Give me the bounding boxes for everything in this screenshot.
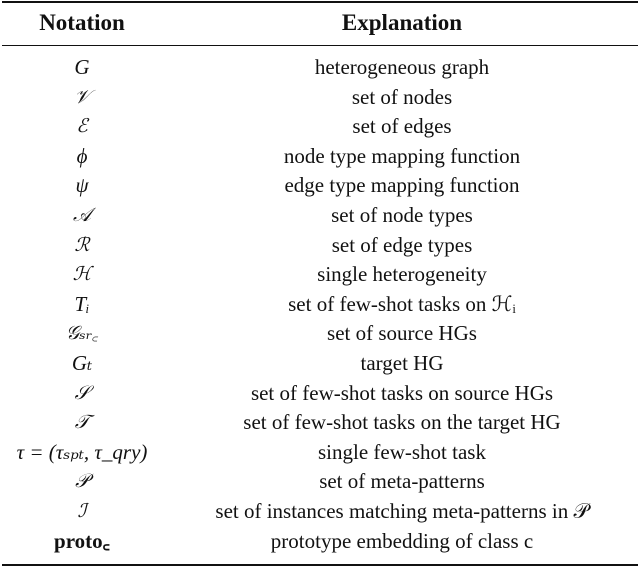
notation-cell: ℐ — [77, 499, 87, 522]
explanation-cell: set of few-shot tasks on the target HG — [243, 410, 561, 435]
notation-cell: 𝒯 — [74, 411, 90, 434]
explanation-cell: single few-shot task — [318, 439, 486, 464]
table-row: Gₜ target HG — [0, 349, 640, 379]
explanation-cell: heterogeneous graph — [314, 55, 490, 79]
notation-cell: 𝒮 — [74, 381, 90, 404]
top-rule — [2, 1, 638, 3]
header-rule — [2, 45, 638, 46]
notation-cell: ψ — [75, 173, 89, 198]
notation-cell: ϕ — [76, 143, 88, 168]
notation-cell: Tᵢ — [74, 291, 90, 316]
notation-cell: 𝒫 — [75, 470, 89, 493]
explanation-cell: set of node types — [331, 202, 473, 227]
explanation-cell: node type mapping function — [283, 143, 521, 168]
notation-cell: Gₜ — [71, 350, 93, 375]
explanation-cell: set of source HGs — [327, 321, 477, 346]
table-row: 𝒢ₛᵣ꜀ set of source HGs — [0, 319, 640, 349]
explanation-cell: edge type mapping function — [284, 173, 520, 198]
explanation-cell: set of meta-patterns — [319, 469, 485, 494]
notation-cell: 𝒱 — [74, 85, 90, 108]
notation-cell: ℛ — [74, 233, 90, 256]
notation-cell: ℋ — [72, 263, 92, 286]
explanation-cell: set of instances matching meta-patterns … — [215, 498, 589, 523]
notation-cell: proto꜀ — [54, 528, 110, 553]
table-row: ψ edge type mapping function — [0, 171, 640, 201]
explanation-cell: set of nodes — [351, 84, 453, 109]
notation-cell: G — [74, 55, 90, 79]
explanation-cell: set of edge types — [331, 232, 473, 257]
notation-cell: 𝒢ₛᵣ꜀ — [65, 322, 99, 345]
explanation-cell: set of few-shot tasks on source HGs — [250, 380, 554, 405]
explanation-cell: single heterogeneity — [317, 262, 487, 287]
table-row: τ = (τₛₚₜ, τ_qry) single few-shot task — [0, 438, 640, 468]
bottom-rule — [2, 564, 638, 566]
notation-cell: 𝒜 — [73, 203, 91, 226]
table-row: ϕ node type mapping function — [0, 142, 640, 172]
explanation-cell: prototype embedding of class c — [270, 528, 534, 553]
table-row: Tᵢ set of few-shot tasks on ℋᵢ — [0, 290, 640, 320]
table-header: Notation Explanation — [0, 8, 640, 42]
table-row: proto꜀ prototype embedding of class c — [0, 527, 640, 557]
notation-cell: τ = (τₛₚₜ, τ_qry) — [16, 439, 148, 464]
explanation-cell: target HG — [360, 350, 444, 375]
header-explanation: Explanation — [341, 10, 463, 35]
explanation-cell: set of edges — [352, 114, 452, 139]
explanation-cell: set of few-shot tasks on ℋᵢ — [288, 291, 516, 316]
header-notation: Notation — [39, 10, 125, 35]
notation-cell: ℰ — [76, 115, 88, 138]
